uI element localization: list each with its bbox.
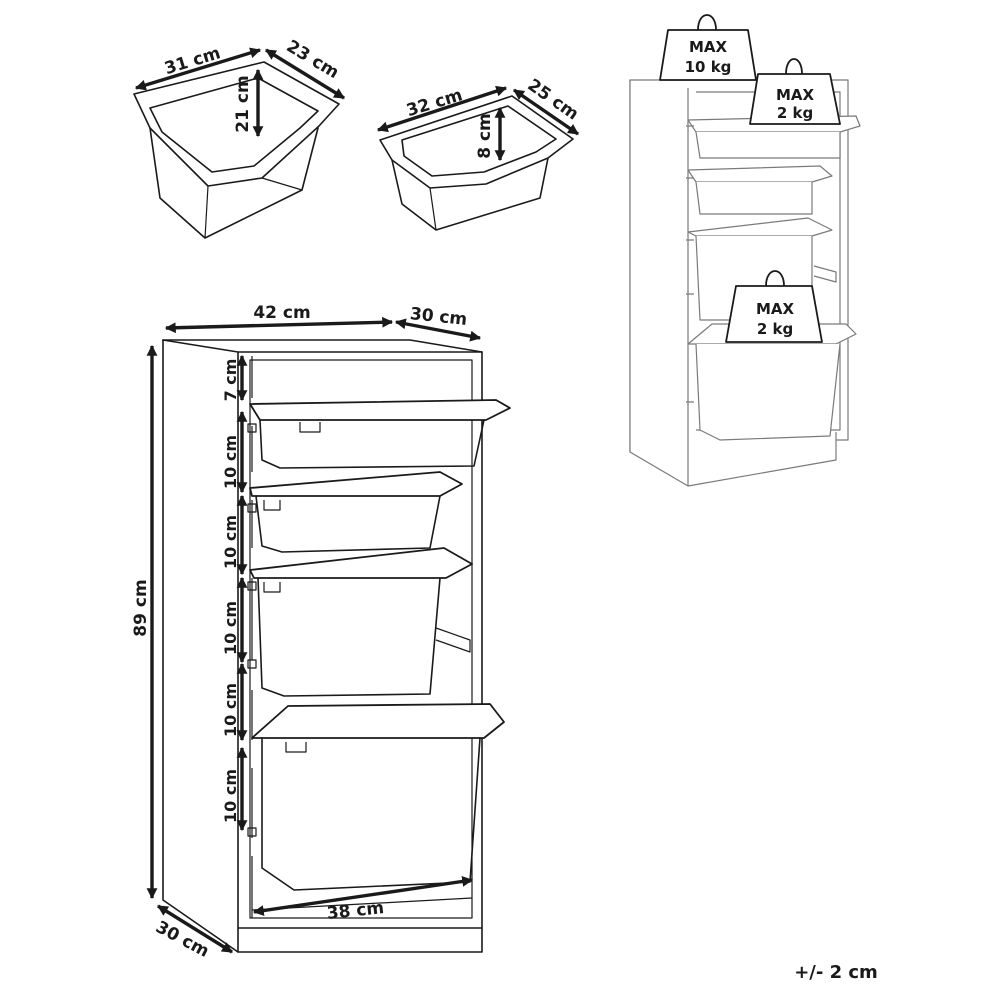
- large-bin-height-label: 21 cm: [233, 75, 253, 132]
- small-bin-height-label: 8 cm: [475, 113, 495, 159]
- large-bin-width-label: 23 cm: [283, 36, 342, 83]
- shelf-depth-bottom-label: 30 cm: [152, 917, 212, 962]
- weight-drawer-line2: 2 kg: [777, 104, 813, 122]
- weight-bin-line1: MAX: [756, 300, 795, 318]
- weight-top-line1: MAX: [689, 38, 728, 56]
- shelf-gap-2-label: 10 cm: [221, 515, 240, 569]
- small-bin-length-label: 32 cm: [404, 85, 465, 121]
- shelf-gap-1-label: 10 cm: [221, 435, 240, 489]
- weight-icon-top: MAX 10 kg: [659, 14, 757, 81]
- shelf-width-label: 42 cm: [253, 303, 310, 323]
- load-capacity-drawing: [629, 79, 861, 487]
- shelf-gap-top-label: 7 cm: [221, 359, 240, 402]
- weight-icon-bin: MAX 2 kg: [725, 270, 823, 343]
- shelf-gap-5-label: 10 cm: [221, 769, 240, 823]
- small-bin-dimensions: 32 cm 25 cm 8 cm: [376, 75, 582, 162]
- weight-bin-line2: 2 kg: [757, 320, 793, 338]
- weight-top-line2: 10 kg: [685, 58, 732, 76]
- shelf-gap-3-label: 10 cm: [221, 601, 240, 655]
- weight-drawer-line1: MAX: [776, 86, 815, 104]
- tolerance-note: +/- 2 cm: [794, 962, 878, 983]
- shelf-inner-width-label: 38 cm: [326, 898, 385, 924]
- shelf-unit-drawing: [162, 339, 511, 953]
- shelf-gap-4-label: 10 cm: [221, 683, 240, 737]
- shelf-height-label: 89 cm: [131, 579, 151, 636]
- weight-icon-drawer: MAX 2 kg: [749, 58, 841, 125]
